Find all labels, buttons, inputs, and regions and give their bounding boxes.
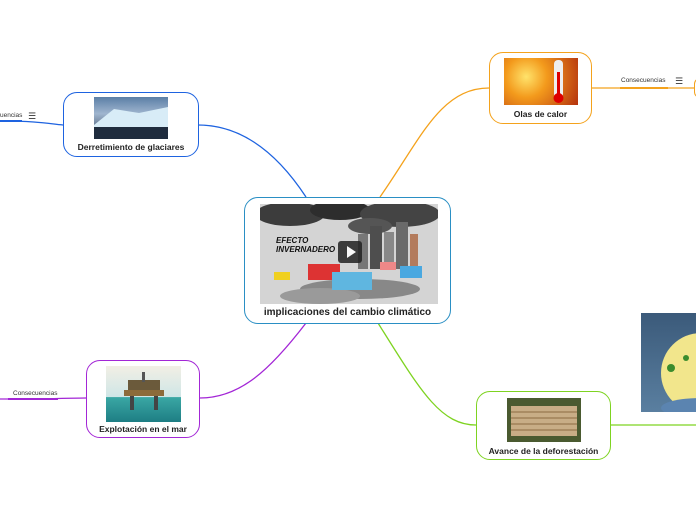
effect-text: EFECTO INVERNADERO — [276, 236, 336, 254]
central-topic-label: implicaciones del cambio climático — [263, 307, 432, 318]
edge-label-mar-consecuencias[interactable]: Consecuencias — [13, 390, 58, 397]
thermometer-sun-image[interactable] — [504, 58, 578, 105]
branch-node-mar[interactable]: Explotación en el mar — [86, 360, 200, 438]
branch-node-olas[interactable]: Olas de calor — [489, 52, 592, 124]
connector-glaciares — [197, 124, 307, 198]
edge-label-glaciares-consecuencias[interactable]: uencias — [0, 112, 23, 119]
connector-olas — [379, 87, 490, 198]
branch-label-olas: Olas de calor — [513, 109, 568, 119]
earth-image[interactable] — [641, 313, 696, 412]
logs-image[interactable] — [507, 398, 581, 442]
menu-icon[interactable]: ☰ — [28, 111, 37, 121]
edge-label-olas-consecuencias[interactable]: Consecuencias — [621, 77, 666, 84]
menu-icon[interactable]: ☰ — [675, 76, 684, 86]
branch-label-glaciares: Derretimiento de glaciares — [77, 142, 185, 152]
branch-label-mar: Explotación en el mar — [99, 424, 187, 434]
connector-deforestacion — [377, 322, 477, 426]
central-topic-node[interactable]: EFECTO INVERNADERO implicaciones del cam… — [244, 197, 451, 324]
oil-platform-image[interactable] — [106, 366, 181, 422]
central-topic-image[interactable]: EFECTO INVERNADERO — [260, 204, 438, 304]
branch-label-deforestacion: Avance de la deforestación — [488, 446, 599, 456]
branch-node-deforestacion[interactable]: Avance de la deforestación — [476, 391, 611, 460]
play-icon[interactable] — [338, 241, 362, 263]
connector-mar — [199, 322, 307, 399]
glacier-image[interactable] — [94, 97, 168, 139]
branch-node-glaciares[interactable]: Derretimiento de glaciares — [63, 92, 199, 157]
